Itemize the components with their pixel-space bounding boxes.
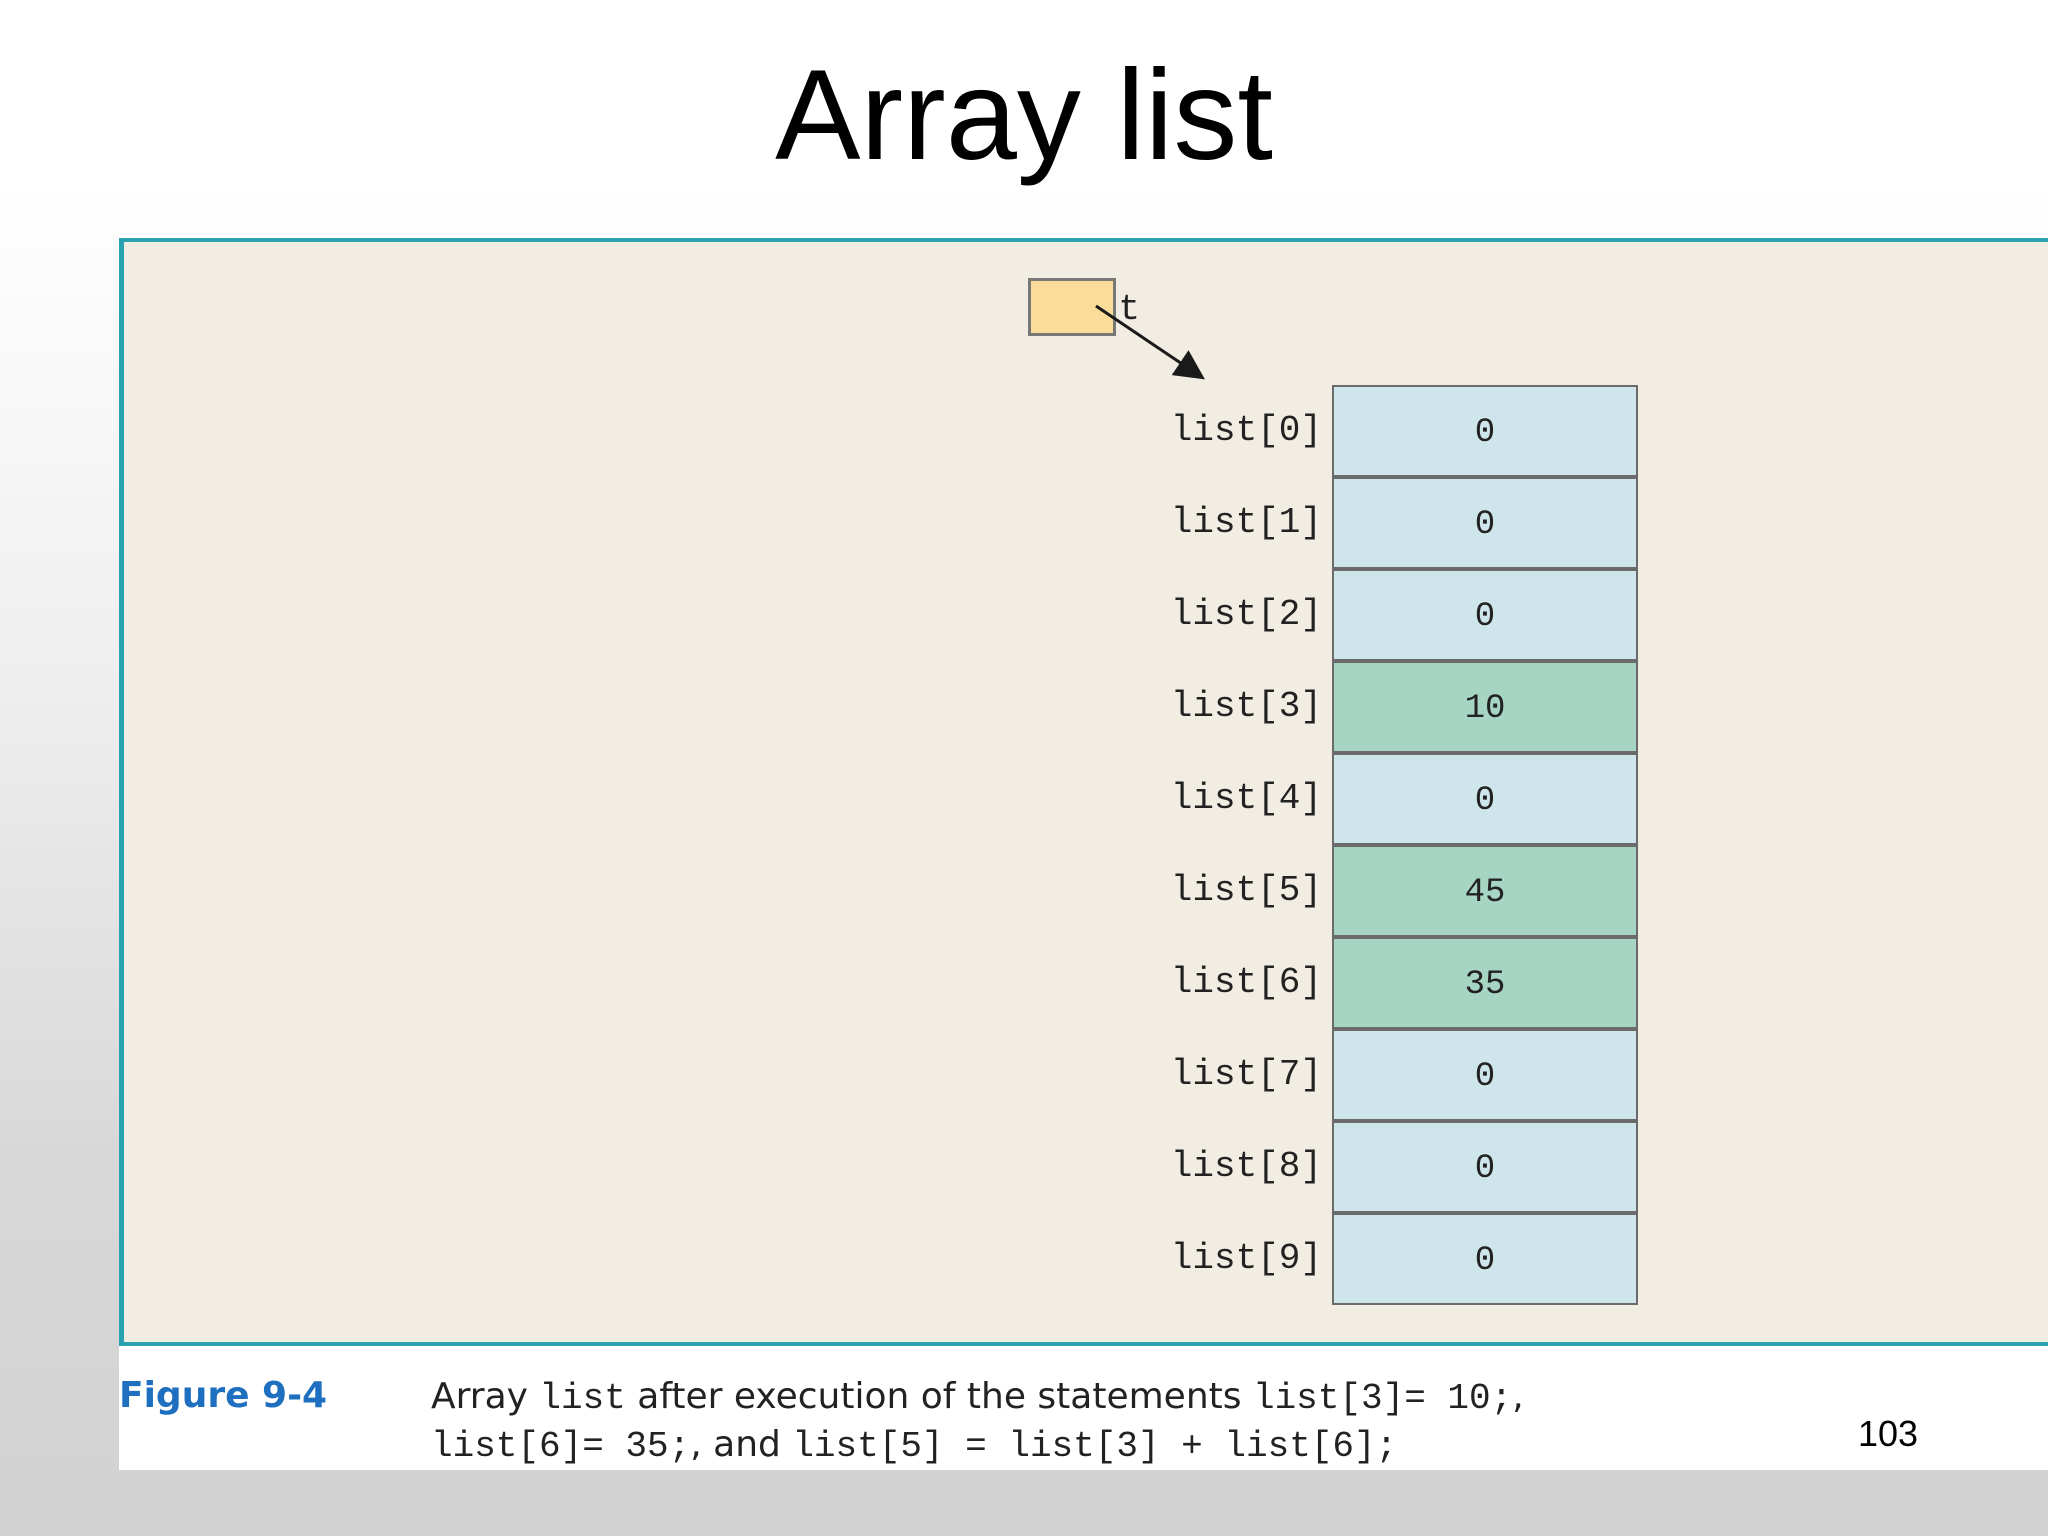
- slide-number: 103: [1858, 1413, 1919, 1454]
- cell-index-label: list[5]: [1170, 870, 1322, 911]
- cell-value: 10: [1332, 661, 1638, 753]
- figure-label: Figure 9-4: [119, 1375, 328, 1416]
- arrow-line: [1095, 304, 1205, 380]
- array-row: list[4]0: [124, 753, 1638, 845]
- array-row: list[2]0: [124, 569, 1638, 661]
- caption-code: list[6]= 35;: [431, 1426, 691, 1467]
- array-row: list[5]45: [124, 845, 1638, 937]
- cell-value: 0: [1332, 569, 1638, 661]
- cell-value: 0: [1332, 1029, 1638, 1121]
- caption-line-2: list[6]= 35;, and list[5] = list[3] + li…: [431, 1422, 2011, 1470]
- figure-panel: list list[0]0list[1]0list[2]0list[3]10li…: [119, 238, 2048, 1346]
- cell-value: 0: [1332, 385, 1638, 477]
- cell-value: 35: [1332, 937, 1638, 1029]
- caption-code: list[5] = list[3] + list[6];: [792, 1426, 1398, 1467]
- cell-value: 0: [1332, 1121, 1638, 1213]
- cell-index-label: list[0]: [1170, 410, 1322, 451]
- figure-caption: Figure 9-4 Array list after execution of…: [119, 1346, 2048, 1470]
- cell-index-label: list[1]: [1170, 502, 1322, 543]
- reference-box: [1028, 278, 1116, 336]
- caption-text-part: Array: [431, 1376, 540, 1417]
- array-row: list[3]10: [124, 661, 1638, 753]
- cell-index-label: list[4]: [1170, 778, 1322, 819]
- caption-code: list: [539, 1378, 626, 1419]
- cell-index-label: list[2]: [1170, 594, 1322, 635]
- array-row: list[1]0: [124, 477, 1638, 569]
- cell-index-label: list[6]: [1170, 962, 1322, 1003]
- cell-value: 45: [1332, 845, 1638, 937]
- array-row: list[0]0: [124, 385, 1638, 477]
- cell-index-label: list[8]: [1170, 1146, 1322, 1187]
- caption-text: Array list after execution of the statem…: [431, 1374, 2011, 1470]
- cell-index-label: list[7]: [1170, 1054, 1322, 1095]
- caption-text-part: after execution of the statements: [625, 1376, 1253, 1417]
- cell-value: 0: [1332, 477, 1638, 569]
- cell-value: 0: [1332, 1213, 1638, 1305]
- slide-title: Array list: [775, 44, 1273, 187]
- caption-text-part: ,: [1512, 1376, 1524, 1417]
- array-row: list[9]0: [124, 1213, 1638, 1305]
- caption-line-1: Array list after execution of the statem…: [431, 1374, 2011, 1422]
- array-row: list[7]0: [124, 1029, 1638, 1121]
- cell-index-label: list[3]: [1170, 686, 1322, 727]
- caption-text-part: , and: [690, 1424, 793, 1465]
- array-row: list[6]35: [124, 937, 1638, 1029]
- cell-value: 0: [1332, 753, 1638, 845]
- array-row: list[8]0: [124, 1121, 1638, 1213]
- cell-index-label: list[9]: [1170, 1238, 1322, 1279]
- caption-code: list[3]= 10;: [1252, 1378, 1513, 1419]
